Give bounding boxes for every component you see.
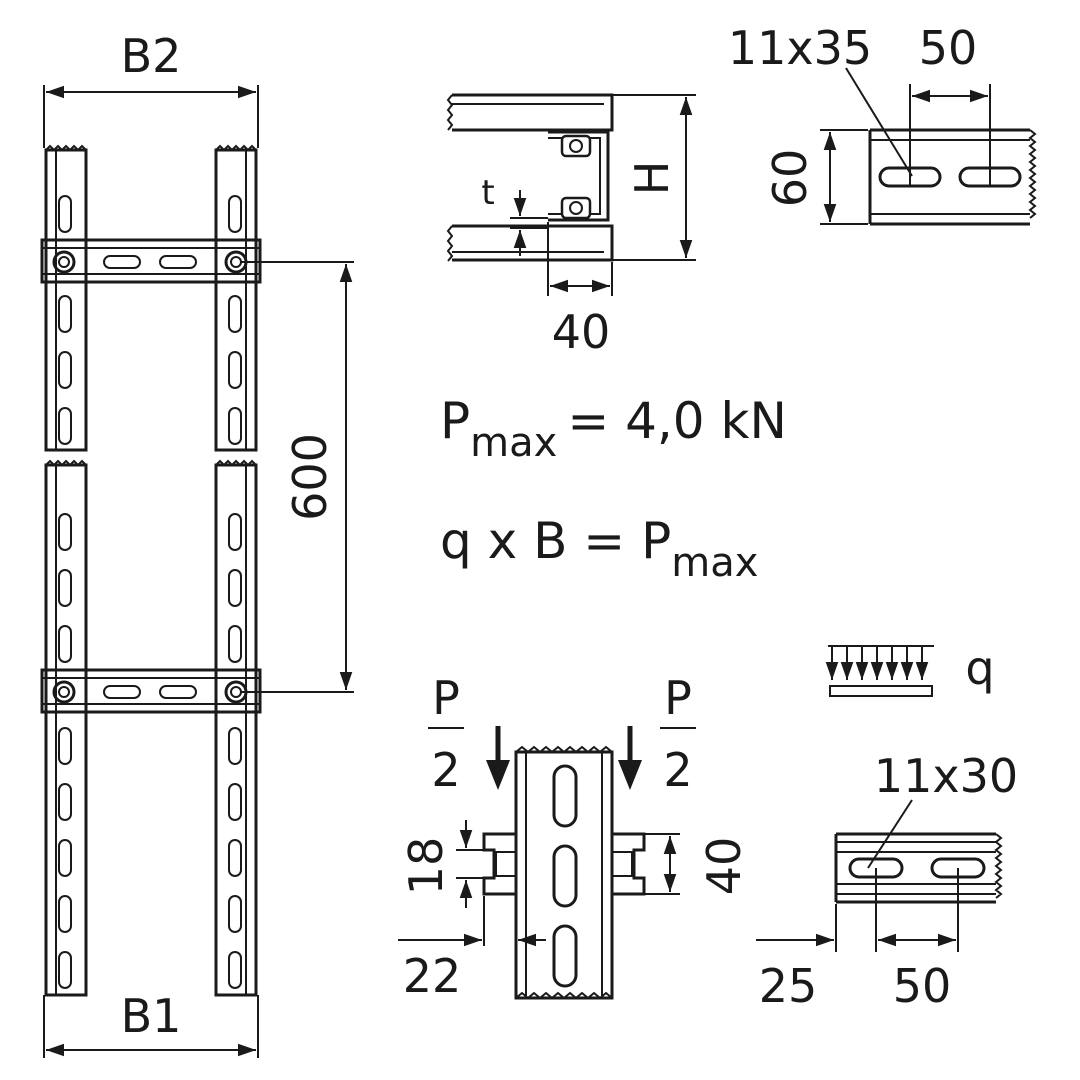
dimension-label-t: t [481, 173, 494, 213]
load-label-q: q [965, 641, 994, 695]
load-label-p-right: P [664, 671, 692, 725]
pmax-value: = 4,0 kN [567, 392, 787, 450]
point-load-left: P 2 [428, 671, 510, 797]
dimension-label-40-top: 40 [552, 305, 611, 359]
slot-label-11x30: 11x30 [874, 749, 1018, 803]
formula-qxb-line: q x B = Pmax [440, 512, 758, 586]
rung-section-view: 18 40 22 P 2 P 2 [398, 671, 751, 1003]
dimension-label-b1: B1 [121, 989, 182, 1043]
qxb-expression: q x B = P [440, 512, 671, 570]
distributed-load-q: q [825, 641, 995, 697]
rail-slot-detail: 50 11x35 60 [728, 21, 1037, 226]
formula-qxb: q x B = Pmax [440, 512, 758, 586]
dimension-label-600: 600 [283, 433, 337, 521]
left-rail-slots [58, 195, 72, 989]
dimension-label-50-top: 50 [919, 21, 978, 75]
dimension-b1: B1 [43, 989, 259, 1058]
load-label-2-left: 2 [431, 743, 460, 797]
side-section-view: H t 40 [446, 93, 696, 359]
rung-slot-detail: 11x30 25 50 [756, 749, 1018, 1013]
load-label-2-right: 2 [663, 743, 692, 797]
right-rail-slots [228, 195, 242, 989]
formula-pmax-line: Pmax= 4,0 kN [440, 392, 787, 466]
dimension-label-18: 18 [399, 837, 453, 896]
dimension-label-60: 60 [763, 149, 817, 208]
right-rail [214, 144, 258, 997]
point-load-right: P 2 [618, 671, 696, 797]
ladder-rung-bottom [40, 668, 262, 714]
dimension-label-h: H [625, 161, 679, 196]
dimension-label-22: 22 [403, 949, 462, 1003]
load-label-p-left: P [432, 671, 460, 725]
dimension-label-50-bottom: 50 [893, 959, 952, 1013]
dimension-rung-spacing: 600 [240, 261, 354, 693]
dimension-label-40-bottom: 40 [697, 837, 751, 896]
left-rail [44, 144, 88, 997]
pmax-symbol: P [440, 392, 470, 450]
qxb-subscript: max [671, 540, 758, 586]
dimension-b2: B2 [43, 29, 259, 148]
ladder-elevation: B2 B1 600 [40, 29, 354, 1058]
dimension-label-25: 25 [759, 959, 818, 1013]
slot-label-11x35: 11x35 [728, 21, 872, 75]
ladder-rung-top [40, 238, 262, 284]
dimension-label-b2: B2 [121, 29, 182, 83]
pmax-subscript: max [470, 420, 557, 466]
formula-pmax: Pmax= 4,0 kN [440, 392, 787, 466]
